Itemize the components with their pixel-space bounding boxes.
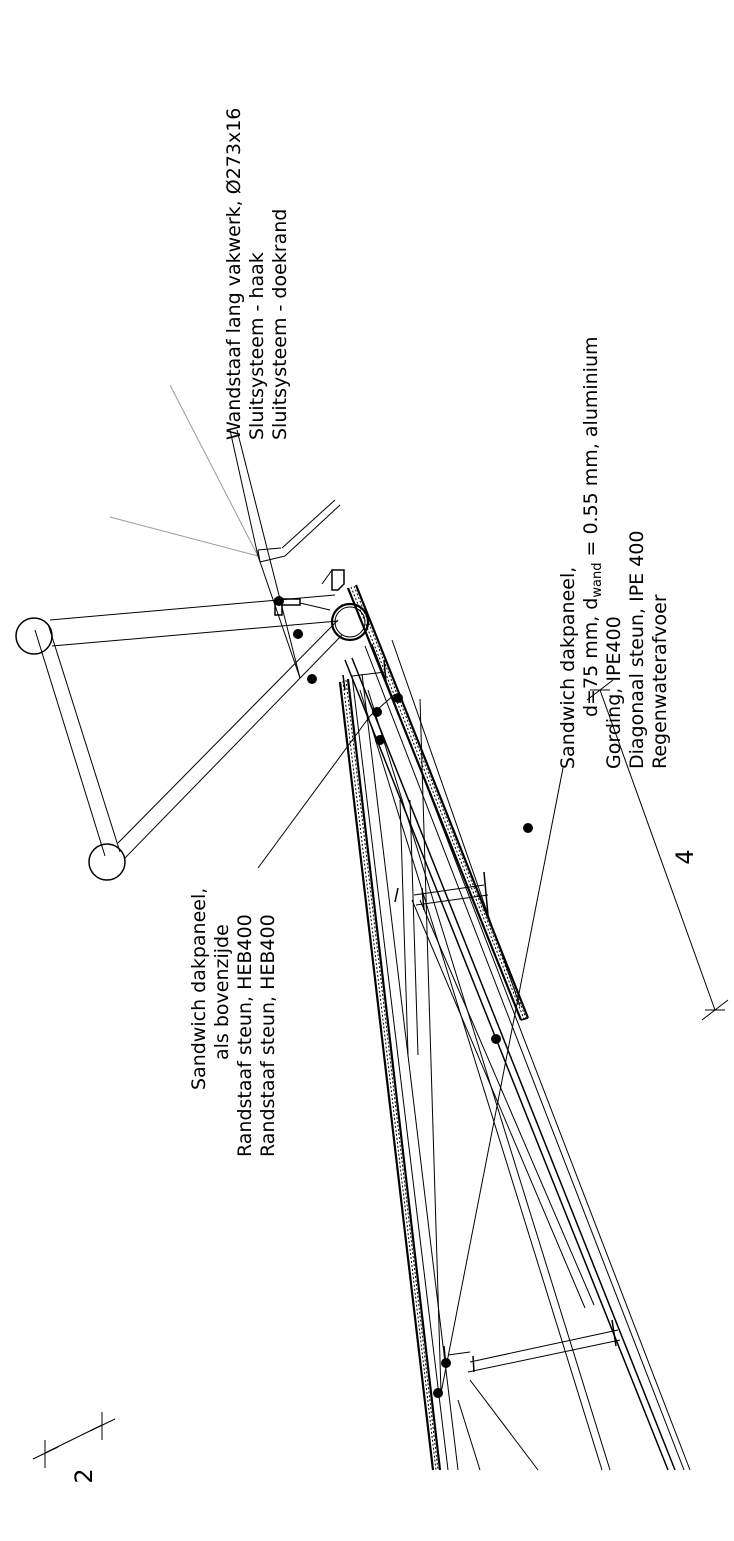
node-dot: [441, 1358, 451, 1368]
label-sandwich-panel-middle: Sandwich dakpaneel,: [557, 567, 579, 769]
node-dot: [393, 693, 403, 703]
label-diagonal-support: Diagonaal steun, IPE 400: [626, 531, 648, 769]
label-sandwich-panel-left: Sandwich dakpaneel,: [188, 888, 210, 1090]
bottom-roof-panel: [338, 678, 442, 1471]
dimension-4: [586, 679, 729, 1021]
node-dot: [375, 735, 385, 745]
truss-node-bottom: [88, 843, 126, 881]
truss-node-top: [15, 617, 53, 655]
node-dot: [307, 674, 317, 684]
node-dot: [372, 707, 382, 717]
label-panel-thickness: d=75 mm, dwand = 0.55 mm, aluminium: [580, 336, 605, 717]
label-group-middle: Sandwich dakpaneel, d=75 mm, dwand = 0.5…: [557, 336, 671, 769]
label-group-right: Wandstaaf lang vakwerk, Ø273x16 Sluitsys…: [223, 108, 291, 440]
annotation-nodes: [274, 596, 533, 1398]
leader-right: [236, 429, 301, 679]
top-roof-panel: [346, 584, 530, 1021]
dimension-2: [32, 1412, 116, 1468]
bottom-chord: [351, 673, 459, 1471]
node-dot: [293, 629, 303, 639]
label-rainwater-drain: Regenwaterafvoer: [649, 594, 671, 769]
label-closing-fabric-edge: Sluitsysteem - doekrand: [269, 209, 291, 440]
dimension-label-4: 4: [671, 849, 699, 864]
node-dot: [433, 1388, 443, 1398]
leader-lines: [236, 429, 564, 1394]
node-dot: [274, 596, 284, 606]
leader-left: [257, 715, 371, 869]
fabric-lines: [109, 384, 301, 679]
node-dot: [523, 823, 533, 833]
dimension-label-2: 2: [70, 1468, 98, 1483]
truss-node-ring: [330, 602, 370, 642]
truss-frame: [15, 594, 370, 881]
label-edge-bar-1: Randstaaf steun, HEB400: [234, 914, 256, 1157]
label-wall-bar: Wandstaaf lang vakwerk, Ø273x16: [223, 108, 245, 440]
node-dot: [491, 1034, 501, 1044]
leader-middle: [440, 767, 564, 1394]
label-group-left: Sandwich dakpaneel, als bovenzijde Rands…: [188, 888, 279, 1157]
label-edge-bar-2: Randstaaf steun, HEB400: [257, 914, 279, 1157]
diagonals: [359, 689, 611, 1471]
label-purlin: Gording, IPE400: [603, 616, 625, 769]
label-top-side: als bovenzijde: [211, 924, 233, 1060]
label-closing-hook: Sluitsysteem - haak: [246, 252, 268, 440]
